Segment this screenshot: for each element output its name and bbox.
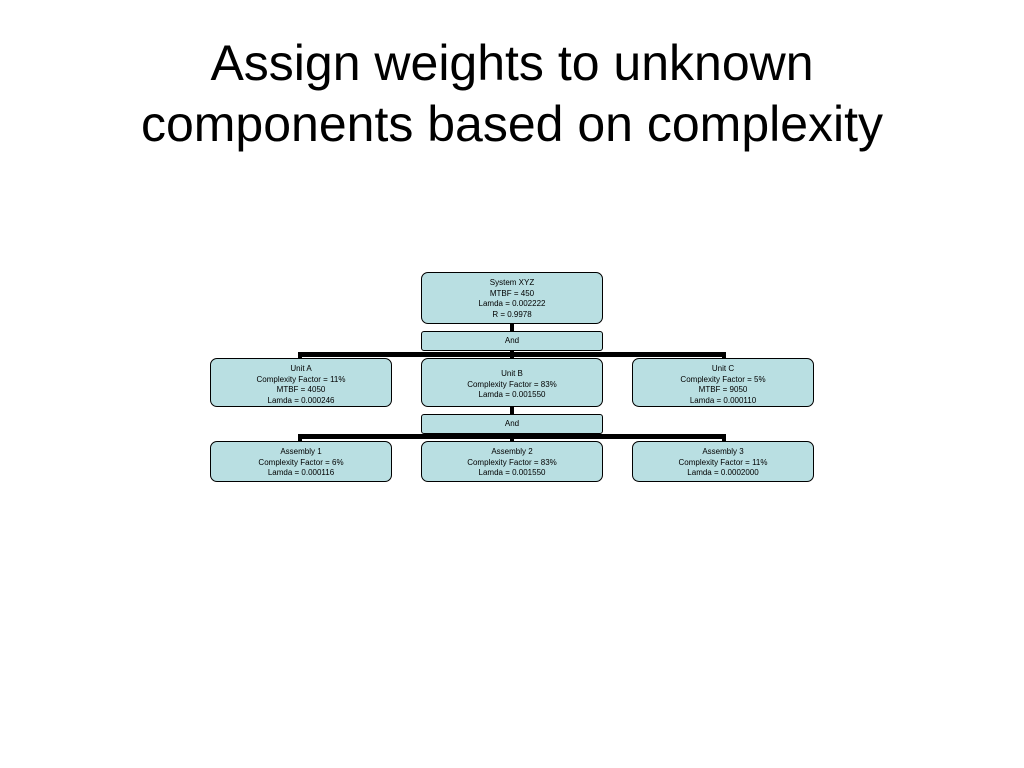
slide-title-line-1: Assign weights to unknown (210, 35, 814, 91)
connector-system-to-gate (510, 323, 514, 332)
and-gate-2: And (421, 414, 603, 434)
node-label: Unit B (501, 369, 523, 378)
node-detail: Complexity Factor = 83% (467, 379, 557, 389)
node-detail: Lamda = 0.002222 (478, 299, 546, 308)
node-unit-a: Unit A Complexity Factor = 11% MTBF = 40… (210, 358, 392, 407)
node-detail: Lamda = 0.000246 (267, 395, 335, 405)
slide-title-line-2: components based on complexity (140, 96, 884, 152)
node-detail: Lamda = 0.001550 (478, 468, 546, 477)
node-label: Unit C (711, 364, 735, 373)
node-detail: R = 0.9978 (492, 309, 532, 319)
node-assembly-2: Assembly 2 Complexity Factor = 83% Lamda… (421, 441, 603, 482)
node-assembly-1: Assembly 1 Complexity Factor = 6% Lamda … (210, 441, 392, 482)
node-detail: MTBF = 4050 (276, 385, 326, 394)
connector-bus-to-assembly-3 (722, 434, 726, 442)
node-label: Assembly 3 (702, 447, 744, 456)
node-unit-b: Unit B Complexity Factor = 83% Lamda = 0… (421, 358, 603, 407)
node-detail: Complexity Factor = 83% (467, 457, 557, 467)
node-detail: Complexity Factor = 11% (256, 374, 346, 384)
connector-bus-to-assembly-2 (510, 434, 514, 442)
connector-unit-b-to-gate (510, 406, 514, 415)
node-detail: MTBF = 9050 (698, 385, 748, 394)
node-detail: Lamda = 0.0002000 (687, 468, 759, 477)
connector-bus-to-unit-b (510, 352, 514, 358)
node-detail: Complexity Factor = 6% (258, 457, 344, 467)
node-label: Assembly 1 (280, 447, 322, 456)
node-system-xyz: System XYZ MTBF = 450 Lamda = 0.002222 R… (421, 272, 603, 324)
node-assembly-3: Assembly 3 Complexity Factor = 11% Lamda… (632, 441, 814, 482)
node-detail: Lamda = 0.000116 (267, 468, 335, 477)
node-label: Unit A (290, 364, 312, 373)
connector-bus-to-unit-a (298, 352, 302, 358)
node-unit-c: Unit C Complexity Factor = 5% MTBF = 905… (632, 358, 814, 407)
node-label: Assembly 2 (491, 447, 533, 456)
and-gate-1: And (421, 331, 603, 351)
node-detail: Lamda = 0.000110 (689, 395, 757, 405)
node-detail: Complexity Factor = 5% (680, 374, 766, 384)
node-label: System XYZ (489, 278, 535, 287)
slide-title: Assign weights to unknown components bas… (0, 33, 1024, 155)
node-detail: MTBF = 450 (489, 288, 535, 298)
node-detail: Lamda = 0.001550 (478, 390, 546, 399)
node-detail: Complexity Factor = 11% (678, 457, 768, 467)
connector-bus-to-assembly-1 (298, 434, 302, 442)
connector-bus-to-unit-c (722, 352, 726, 358)
